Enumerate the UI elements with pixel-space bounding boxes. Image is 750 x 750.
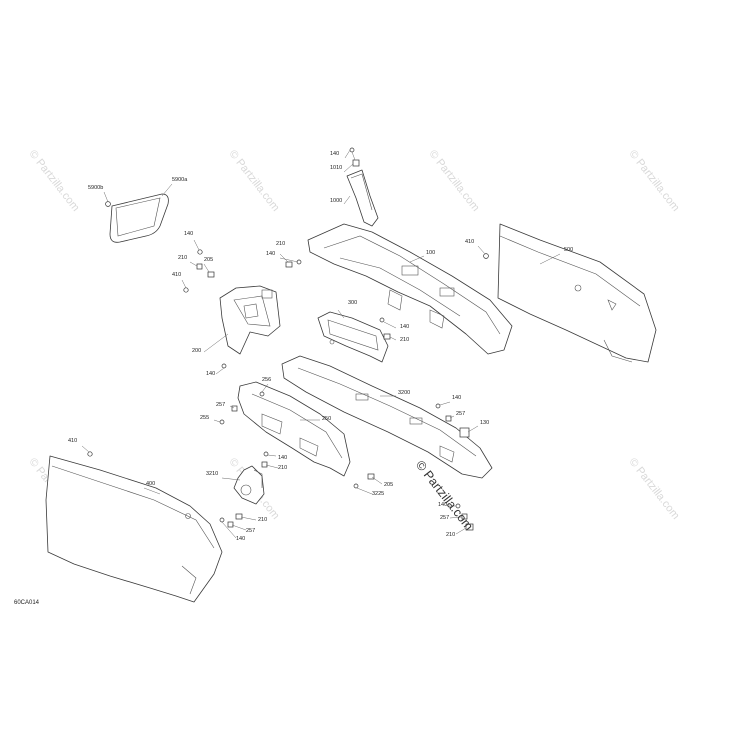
part-screw-140-left[interactable] — [197, 249, 203, 255]
callout-500[interactable]: 500 — [564, 247, 574, 253]
part-nut-210-bracket[interactable] — [235, 513, 243, 520]
part-side-panel-400[interactable] — [45, 455, 223, 603]
callout-400[interactable]: 400 — [146, 481, 156, 487]
part-screw-410-right[interactable] — [483, 253, 489, 259]
callout-140-top[interactable]: 140 — [330, 151, 340, 157]
part-screw-410-bottom[interactable] — [87, 451, 93, 457]
callout-410-right[interactable]: 410 — [465, 239, 475, 245]
callout-3225[interactable]: 3225 — [372, 491, 385, 497]
callout-250[interactable]: 250 — [322, 416, 332, 422]
part-screw-140-200[interactable] — [221, 363, 227, 369]
part-screw-140-bracket[interactable] — [219, 517, 225, 523]
callout-140-300[interactable]: 140 — [400, 324, 410, 330]
callout-140-3200[interactable]: 140 — [452, 395, 462, 401]
part-mirror-screw[interactable] — [105, 201, 111, 207]
part-bracket-200[interactable] — [219, 285, 281, 355]
callout-255[interactable]: 255 — [200, 415, 210, 421]
part-nut-210-left[interactable] — [196, 263, 203, 270]
part-console-tray-100[interactable] — [307, 223, 513, 355]
callout-140-200[interactable]: 140 — [206, 371, 216, 377]
part-clip-257-br[interactable] — [461, 513, 468, 520]
callout-205-bottom[interactable]: 205 — [384, 482, 394, 488]
part-grommet-130[interactable] — [459, 427, 470, 438]
part-clip-1010[interactable] — [349, 147, 360, 167]
part-clip-257-250[interactable] — [231, 405, 238, 412]
part-clip-205-bottom[interactable] — [367, 473, 375, 480]
callout-410-bottom[interactable]: 410 — [68, 438, 78, 444]
part-nut-210-br[interactable] — [465, 523, 474, 531]
part-screw-255[interactable] — [219, 419, 225, 425]
callout-210-3210[interactable]: 210 — [278, 465, 288, 471]
part-clip-257-3200[interactable] — [445, 415, 452, 422]
callout-1010[interactable]: 1010 — [330, 165, 343, 171]
callout-210-bracket[interactable]: 210 — [258, 517, 268, 523]
callout-140-br[interactable]: 140 — [438, 502, 448, 508]
callout-210-mid[interactable]: 210 — [276, 241, 286, 247]
part-side-panel-500[interactable] — [497, 223, 657, 363]
callout-5900a[interactable]: 5900a — [172, 177, 188, 183]
callout-257-bracket[interactable]: 257 — [246, 528, 256, 534]
part-screw-256[interactable] — [259, 391, 265, 397]
callout-210-left[interactable]: 210 — [178, 255, 188, 261]
callout-205[interactable]: 205 — [204, 257, 214, 263]
callout-410-left[interactable]: 410 — [172, 272, 182, 278]
part-screw-410-left[interactable] — [183, 287, 189, 293]
callout-210-300[interactable]: 210 — [400, 337, 410, 343]
part-panel-250[interactable] — [237, 381, 351, 477]
callout-140-mid[interactable]: 140 — [266, 251, 276, 257]
callout-1000[interactable]: 1000 — [330, 198, 343, 204]
part-bracket-3210[interactable] — [233, 465, 265, 505]
callout-200[interactable]: 200 — [192, 348, 202, 354]
callout-257-250[interactable]: 257 — [216, 402, 226, 408]
part-bracket-1000[interactable] — [346, 169, 379, 227]
part-rail-3200[interactable] — [281, 355, 493, 479]
callout-100[interactable]: 100 — [426, 250, 436, 256]
part-clip-205[interactable] — [207, 271, 215, 278]
callout-210-br[interactable]: 210 — [446, 532, 456, 538]
part-tray-300[interactable] — [317, 311, 389, 363]
part-mirror[interactable] — [109, 193, 169, 243]
callout-130[interactable]: 130 — [480, 420, 490, 426]
callout-3200[interactable]: 3200 — [398, 390, 411, 396]
part-clip-257-bracket[interactable] — [227, 521, 234, 528]
callout-257-3200[interactable]: 257 — [456, 411, 466, 417]
part-screw-140-3210[interactable] — [263, 451, 269, 457]
callout-256[interactable]: 256 — [262, 377, 272, 383]
callout-3210[interactable]: 3210 — [206, 471, 219, 477]
callout-257-br[interactable]: 257 — [440, 515, 450, 521]
callout-140-bracket[interactable]: 140 — [236, 536, 246, 542]
part-screw-140-300[interactable] — [379, 317, 385, 323]
part-nut-210-3210[interactable] — [261, 461, 268, 468]
callout-140-left[interactable]: 140 — [184, 231, 194, 237]
diagram-code: 60CA014 — [14, 600, 40, 606]
callout-5900b[interactable]: 5900b — [88, 185, 104, 191]
part-screw-140-3200[interactable] — [435, 403, 441, 409]
leader-lines — [81, 149, 561, 539]
part-screw-3225[interactable] — [353, 483, 359, 489]
callout-300[interactable]: 300 — [348, 300, 358, 306]
part-nut-210-300[interactable] — [383, 333, 391, 340]
callout-140-3210[interactable]: 140 — [278, 455, 288, 461]
